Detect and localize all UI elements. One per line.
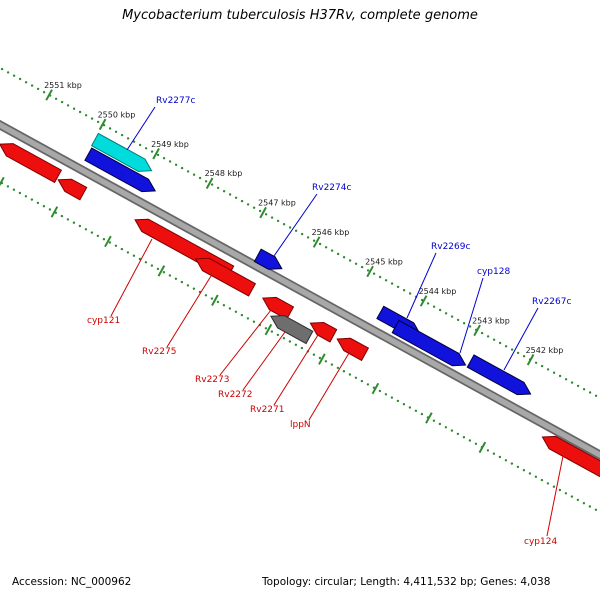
gene-label-lppN[interactable]: lppN	[290, 420, 311, 430]
scale-ticks: 2551 kbp 2550 kbp 2549 kbp 2548 kbp 2547 kbp…	[0, 81, 564, 454]
gene-track	[0, 132, 600, 478]
kbp-tick-mark	[157, 265, 166, 277]
kbp-tick-mark	[526, 354, 535, 366]
kbp-tick-mark	[259, 206, 267, 219]
gene-label-Rv2272[interactable]: Rv2272	[218, 390, 252, 400]
label-leader-Rv2273	[219, 309, 272, 376]
gene-label-Rv2275[interactable]: Rv2275	[142, 347, 176, 357]
gene-arrow-cyp124[interactable]	[541, 435, 600, 478]
kbp-tick-mark	[312, 236, 321, 248]
kbp-tick-mark	[371, 382, 380, 395]
label-leader-cyp124	[546, 455, 564, 537]
gene-arrow-lppN[interactable]	[336, 337, 370, 362]
gene-label-Rv2269c[interactable]: Rv2269c	[431, 242, 470, 252]
label-leader-lppN	[308, 352, 350, 421]
label-leader-Rv2272	[242, 331, 286, 391]
gene-label-cyp128[interactable]: cyp128	[477, 267, 510, 277]
gene-label-Rv2273[interactable]: Rv2273	[195, 375, 229, 385]
tick-label: 2551 kbp	[44, 81, 82, 90]
kbp-tick-mark	[211, 294, 219, 306]
tick-label: 2546 kbp	[312, 228, 350, 237]
gene-arrow-Rv2272[interactable]	[270, 315, 314, 345]
status-bar: Accession: NC_000962 Topology: circular;…	[0, 574, 600, 588]
gene-label-cyp124[interactable]: cyp124	[524, 537, 557, 547]
label-leader-Rv2271	[273, 334, 319, 406]
label-leader-cyp128	[459, 277, 484, 354]
kbp-tick-mark	[425, 412, 433, 424]
gene-arrow-Rv2267c[interactable]	[466, 354, 532, 396]
kbp-tick-mark	[478, 441, 487, 454]
kbp-tick-mark	[0, 176, 5, 187]
gene-arrow-cyp128[interactable]	[391, 319, 467, 367]
label-leader-Rv2277c	[126, 106, 156, 151]
kbp-tick-mark	[318, 353, 326, 365]
accession-label: Accession: NC_000962	[12, 576, 132, 588]
gene-label-cyp121[interactable]: cyp121	[87, 316, 120, 326]
genome-backbone-inner	[0, 121, 600, 459]
gene-label-Rv2277c[interactable]: Rv2277c	[156, 96, 195, 106]
tick-label: 2550 kbp	[98, 110, 136, 119]
tick-label: 2548 kbp	[205, 169, 243, 178]
tick-label: 2549 kbp	[151, 140, 189, 149]
gene-arrow-unnamed-2[interactable]	[84, 147, 157, 193]
tick-label: 2543 kbp	[472, 316, 510, 325]
kbp-tick-mark	[50, 206, 59, 218]
tick-label: 2544 kbp	[419, 287, 457, 296]
diagram-title: Mycobacterium tuberculosis H37Rv, comple…	[122, 8, 478, 23]
gene-label-Rv2274c[interactable]: Rv2274c	[312, 183, 351, 193]
gene-arrow-Rv2275[interactable]	[194, 257, 257, 297]
gene-arrow-Rv2274c[interactable]	[253, 248, 283, 270]
label-leader-Rv2275	[166, 275, 212, 348]
kbp-tick-mark	[104, 235, 112, 248]
gene-arrow-Rv2273[interactable]	[261, 296, 295, 320]
label-leader-Rv2274c	[273, 193, 318, 257]
gene-label-Rv2271[interactable]: Rv2271	[250, 405, 284, 415]
kbp-tick-mark	[152, 148, 160, 160]
gene-arrow-Rv2277c[interactable]	[90, 132, 153, 172]
kbp-tick-mark	[366, 265, 374, 278]
label-leader-Rv2269c	[406, 252, 437, 319]
label-leader-Rv2267c	[503, 307, 539, 371]
tick-label: 2545 kbp	[365, 258, 403, 267]
kbp-tick-mark	[98, 118, 107, 131]
kbp-tick-mark	[473, 324, 481, 337]
gene-label-Rv2267c[interactable]: Rv2267c	[532, 297, 571, 307]
label-leader-cyp121	[110, 238, 153, 317]
gene-labels: Rv2277ccyp121Rv2275Rv2274cRv2273Rv2272Rv…	[87, 96, 571, 547]
gene-arrow-Rv2271[interactable]	[309, 321, 338, 343]
kbp-tick-mark	[205, 177, 214, 189]
gene-arrow-unnamed-0[interactable]	[0, 143, 63, 184]
gene-arrow-unnamed-1[interactable]	[57, 178, 88, 201]
tick-label: 2542 kbp	[526, 346, 564, 355]
kbp-tick-mark	[264, 323, 273, 336]
tick-label: 2547 kbp	[258, 199, 296, 208]
kbp-tick-mark	[419, 295, 428, 307]
topology-summary-label: Topology: circular; Length: 4,411,532 bp…	[262, 576, 551, 588]
kbp-tick-mark	[45, 89, 53, 101]
